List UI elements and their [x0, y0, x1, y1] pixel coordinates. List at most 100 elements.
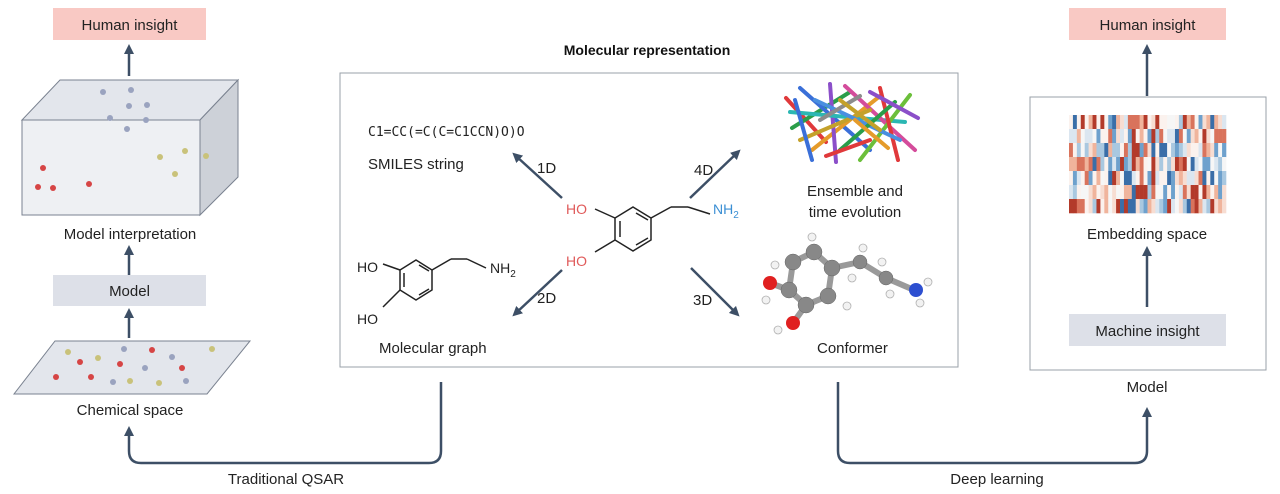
heatmap-cell [1178, 199, 1184, 214]
heatmap-cell [1151, 115, 1156, 130]
heatmap-cell [1159, 199, 1164, 214]
heatmap-cell [1218, 199, 1223, 214]
heatmap-cell [1178, 171, 1184, 186]
right-human-insight-label: Human insight [1100, 17, 1197, 34]
heatmap-cell [1214, 157, 1219, 172]
heatmap-cell [1198, 199, 1203, 214]
heatmap-cell [1222, 199, 1227, 214]
heatmap-cell [1190, 143, 1195, 158]
heatmap-cell [1116, 143, 1121, 158]
heatmap-cell [1092, 199, 1097, 214]
heatmap-cell [1178, 143, 1184, 158]
heatmap-cell [1123, 129, 1129, 144]
heatmap-cell [1127, 171, 1133, 186]
ball-and-stick-icon [761, 232, 933, 335]
heatmap-cell [1182, 185, 1188, 200]
heatmap-cell [1198, 157, 1203, 172]
heatmap-cell [1080, 115, 1085, 130]
heatmap-cell [1182, 129, 1188, 144]
model-interpretation-label: Model interpretation [64, 226, 197, 243]
heatmap-cell [1159, 171, 1164, 186]
heatmap-cell [1143, 157, 1148, 172]
heatmap-cell [1104, 129, 1109, 144]
heatmap-cell [1123, 143, 1129, 158]
arrow-4d [689, 149, 741, 199]
heatmap-cell [1202, 199, 1207, 214]
heatmap-cell [1076, 185, 1082, 200]
heatmap-cell [1218, 185, 1223, 200]
heatmap-cell [1171, 157, 1176, 172]
heatmap-cell [1120, 143, 1125, 158]
heatmap-cell [1171, 143, 1176, 158]
heatmap-cell [1222, 143, 1227, 158]
heatmap-cell [1104, 171, 1109, 186]
heatmap-cell [1147, 115, 1152, 130]
heatmap-cell [1123, 171, 1129, 186]
heatmap-cell [1190, 171, 1195, 186]
heatmap-cell [1135, 171, 1140, 186]
heatmap-cell [1120, 171, 1125, 186]
embedding-space-label: Embedding space [1087, 226, 1207, 243]
heatmap-cell [1127, 129, 1133, 144]
heatmap-cell [1100, 199, 1105, 214]
heatmap-cell [1202, 185, 1207, 200]
heatmap-cell [1104, 157, 1109, 172]
heatmap-cell [1084, 143, 1089, 158]
heatmap-cell [1120, 199, 1125, 214]
heatmap-cell [1174, 115, 1180, 130]
heatmap-cell [1123, 115, 1129, 130]
heatmap-cell [1104, 115, 1109, 130]
heatmap-cell [1096, 171, 1101, 186]
heatmap-cell [1218, 129, 1223, 144]
heatmap-cell [1151, 171, 1156, 186]
heatmap-cell [1131, 171, 1137, 186]
heatmap-cell [1127, 115, 1133, 130]
heatmap-cell [1084, 185, 1089, 200]
heatmap-cell [1155, 129, 1160, 144]
heatmap-cell [1198, 185, 1203, 200]
deep-learning-label: Deep learning [950, 471, 1043, 488]
heatmap-cell [1151, 157, 1156, 172]
heatmap-cell [1159, 143, 1164, 158]
heatmap-cell [1202, 115, 1207, 130]
heatmap-cell [1135, 185, 1140, 200]
heatmap-cell [1171, 199, 1176, 214]
heatmap-cell [1135, 199, 1140, 214]
heatmap-cell [1210, 129, 1215, 144]
heatmap-cell [1139, 185, 1144, 200]
heatmap-cell [1084, 199, 1089, 214]
heatmap-cell [1088, 171, 1093, 186]
heatmap-cell [1159, 157, 1164, 172]
heatmap-cell [1210, 143, 1215, 158]
left-model-label: Model [109, 283, 150, 300]
heatmap-cell [1222, 157, 1227, 172]
heatmap-cell [1100, 185, 1105, 200]
heatmap-cell [1108, 185, 1113, 200]
heatmap-cell [1163, 129, 1168, 144]
box-points [35, 87, 209, 191]
heatmap-cell [1080, 185, 1085, 200]
heatmap-cell [1100, 115, 1105, 130]
heatmap-cell [1163, 157, 1168, 172]
heatmap-cell [1123, 157, 1129, 172]
heatmap-cell [1174, 157, 1180, 172]
arrow-2d [512, 269, 563, 317]
heatmap-cell [1190, 157, 1195, 172]
heatmap-cell [1100, 143, 1105, 158]
heatmap-cell [1131, 115, 1137, 130]
heatmap-cell [1127, 185, 1133, 200]
heatmap-cell [1069, 115, 1074, 130]
heatmap-cell [1194, 157, 1199, 172]
heatmap-cell [1080, 171, 1085, 186]
heatmap-cell [1210, 185, 1215, 200]
conformer-ensemble-icon [784, 82, 920, 164]
heatmap-cell [1206, 157, 1211, 172]
heatmap-cell [1120, 185, 1125, 200]
heatmap-cell [1131, 199, 1137, 214]
heatmap-cell [1202, 129, 1207, 144]
conformer-label: Conformer [817, 340, 888, 357]
heatmap-cell [1178, 157, 1184, 172]
heatmap-cell [1198, 143, 1203, 158]
heatmap-cell [1069, 185, 1074, 200]
heatmap-cell [1194, 199, 1199, 214]
